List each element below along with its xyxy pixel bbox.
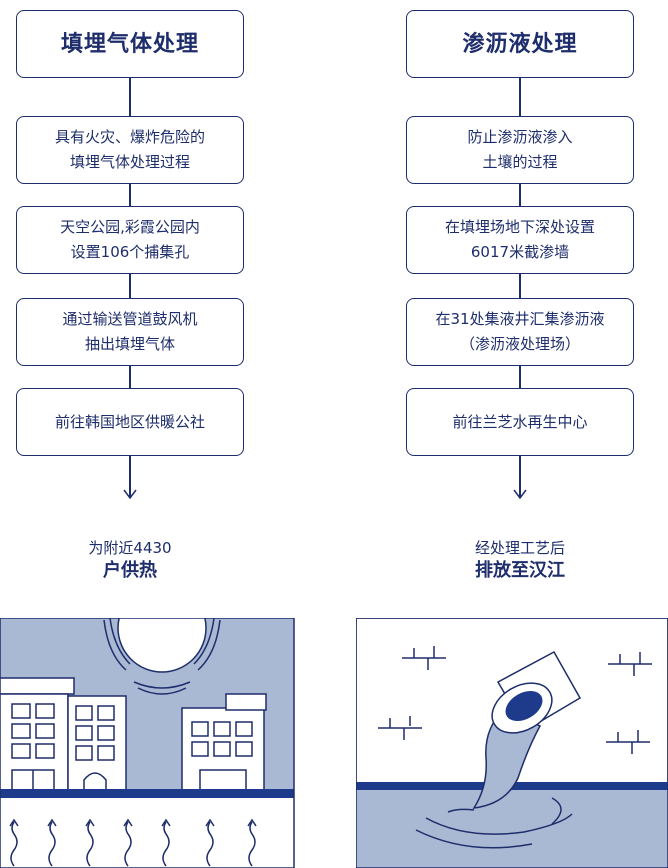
left-step-4: 前往韩国地区供暖公社 — [16, 388, 244, 456]
left-connector-2 — [129, 184, 131, 206]
left-title: 填埋气体处理 — [60, 31, 199, 57]
building-icon — [0, 677, 75, 795]
left-step-1-line-2: 填埋气体处理过程 — [69, 153, 190, 171]
right-result: 经处理工艺后 排放至汉江 — [406, 538, 634, 584]
right-step-3: 在31处集液井汇集渗沥液 （渗沥液处理场） — [406, 298, 634, 366]
left-step-1: 具有火灾、爆炸危险的 填埋气体处理过程 — [16, 116, 244, 184]
right-step-4: 前往兰芝水再生中心 — [406, 388, 634, 456]
left-step-3: 通过输送管道鼓风机 抽出填埋气体 — [16, 298, 244, 366]
right-step-1-line-1: 防止渗沥液渗入 — [467, 128, 573, 146]
right-result-main: 排放至汉江 — [475, 560, 565, 581]
right-connector-1 — [519, 78, 521, 116]
pipe-icon — [491, 650, 582, 734]
left-result-sub: 为附近4430 — [88, 539, 172, 557]
building-icon — [181, 693, 267, 795]
right-connector-4 — [519, 366, 521, 388]
right-step-4-line-1: 前往兰芝水再生中心 — [452, 412, 588, 431]
grass-icon — [378, 646, 652, 754]
right-connector-2 — [519, 184, 521, 206]
left-step-3-line-1: 通过输送管道鼓风机 — [62, 310, 198, 328]
right-connector-3 — [519, 274, 521, 298]
left-title-box: 填埋气体处理 — [16, 10, 244, 78]
left-step-1-line-1: 具有火灾、爆炸危险的 — [54, 128, 205, 146]
pipe-discharge-river-illustration — [356, 618, 668, 868]
heat-wave-icon — [9, 818, 257, 867]
right-step-2: 在填埋场地下深处设置 6017米截渗墙 — [406, 206, 634, 274]
left-step-2: 天空公园,彩霞公园内 设置106个捕集孔 — [16, 206, 244, 274]
left-connector-5 — [129, 456, 131, 498]
building-icon — [67, 695, 127, 795]
left-step-2-line-2: 设置106个捕集孔 — [70, 243, 190, 261]
right-step-3-line-1: 在31处集液井汇集渗沥液 — [435, 310, 605, 328]
left-connector-4 — [129, 366, 131, 388]
left-connector-3 — [129, 274, 131, 298]
right-result-sub: 经处理工艺后 — [474, 539, 565, 557]
left-step-3-line-2: 抽出填埋气体 — [84, 335, 175, 353]
ripple-icon — [415, 797, 573, 849]
left-step-4-line-1: 前往韩国地区供暖公社 — [54, 412, 205, 431]
left-result-main: 户供热 — [103, 560, 157, 581]
right-title-box: 渗沥液处理 — [406, 10, 634, 78]
left-arrow-head-icon — [123, 489, 137, 500]
sun-icon — [103, 618, 221, 695]
right-step-3-line-2: （渗沥液处理场） — [459, 335, 580, 353]
right-step-2-line-2: 6017米截渗墙 — [470, 243, 570, 261]
water-stream — [472, 709, 542, 809]
right-step-1-line-2: 土壤的过程 — [482, 153, 558, 171]
right-arrow-head-icon — [513, 489, 527, 500]
right-step-1: 防止渗沥液渗入 土壤的过程 — [406, 116, 634, 184]
left-connector-1 — [129, 78, 131, 116]
city-heating-illustration — [0, 618, 295, 868]
left-result: 为附近4430 户供热 — [16, 538, 244, 584]
right-step-2-line-1: 在填埋场地下深处设置 — [444, 218, 595, 236]
right-title: 渗沥液处理 — [462, 31, 578, 57]
right-connector-5 — [519, 456, 521, 498]
left-step-2-line-1: 天空公园,彩霞公园内 — [60, 218, 200, 236]
